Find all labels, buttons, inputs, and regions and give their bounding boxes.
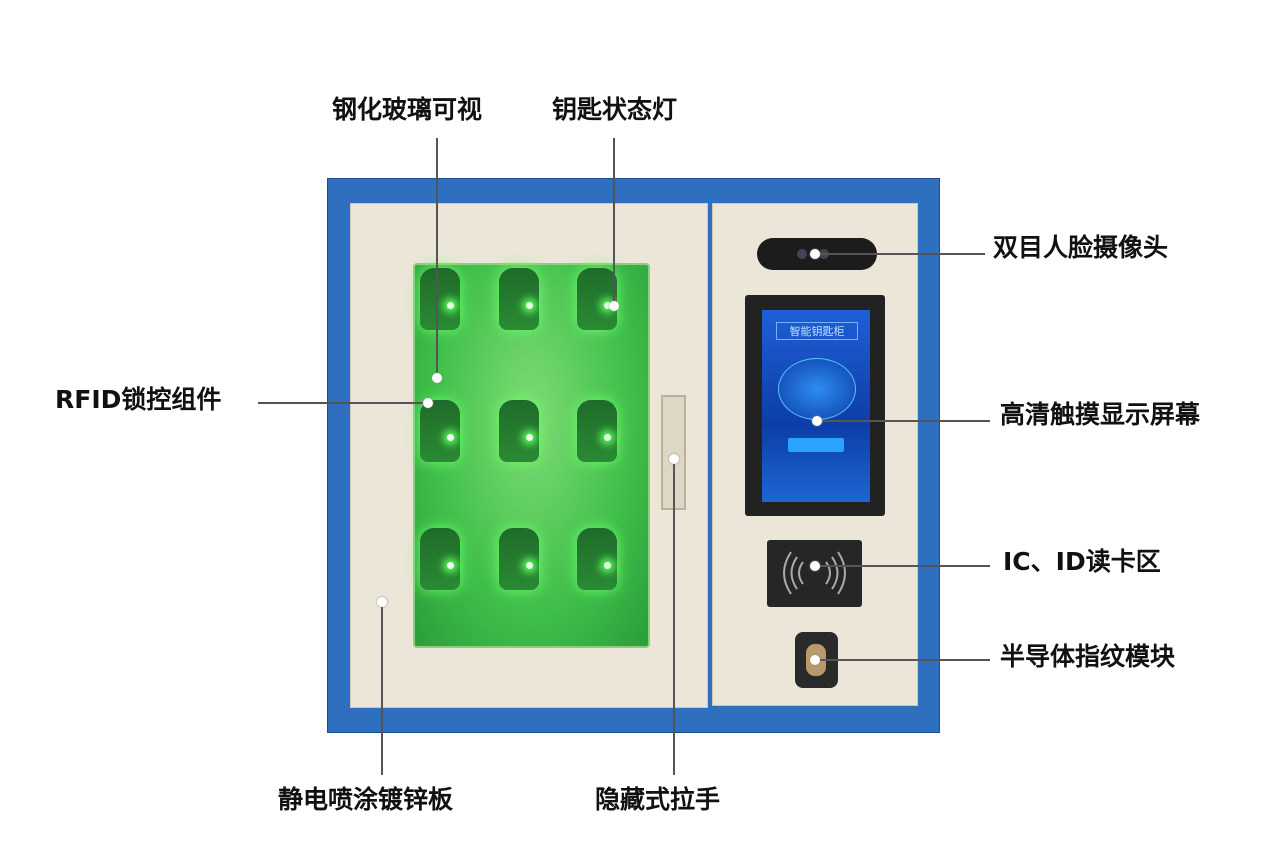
camera-lens-icon [797,249,807,259]
label-rfid-lock: RFID锁控组件 [55,385,222,414]
callout-dot [609,301,619,311]
callout-dot [812,416,822,426]
label-hidden-handle: 隐藏式拉手 [595,785,721,814]
key-slot [577,400,617,462]
rfid-wave-icon [783,551,846,595]
label-tempered-glass: 钢化玻璃可视 [332,95,483,124]
label-touch-screen: 高清触摸显示屏幕 [1000,400,1201,429]
callout-dot [669,454,679,464]
callout-dot [432,373,442,383]
key-status-led [447,302,454,309]
globe-key-icon [778,358,856,420]
screen-title: 智能钥匙柜 [776,322,858,340]
key-slot [420,268,460,330]
key-slot [499,400,539,462]
key-slot [499,268,539,330]
callout-dot [810,655,820,665]
key-status-led [447,562,454,569]
key-status-led [604,302,611,309]
key-slot [420,528,460,590]
key-status-led [526,302,533,309]
label-key-status-light: 钥匙状态灯 [552,95,678,124]
key-slot [499,528,539,590]
card-reader [767,540,862,607]
key-slot [577,268,617,330]
key-status-led [604,434,611,441]
callout-dot [810,249,820,259]
callout-dot [423,398,433,408]
screen-display[interactable]: 智能钥匙柜 [762,310,870,502]
label-face-camera: 双目人脸摄像头 [993,233,1169,262]
key-slot [420,400,460,462]
label-fingerprint: 半导体指纹模块 [1000,642,1176,671]
label-galvanized-panel: 静电喷涂镀锌板 [278,785,454,814]
key-slot [577,528,617,590]
key-status-led [526,434,533,441]
label-card-reader: IC、ID读卡区 [1003,547,1161,576]
callout-dot [377,597,387,607]
key-status-led [526,562,533,569]
key-status-led [447,434,454,441]
screen-button[interactable] [788,438,844,452]
key-status-led [604,562,611,569]
callout-dot [810,561,820,571]
